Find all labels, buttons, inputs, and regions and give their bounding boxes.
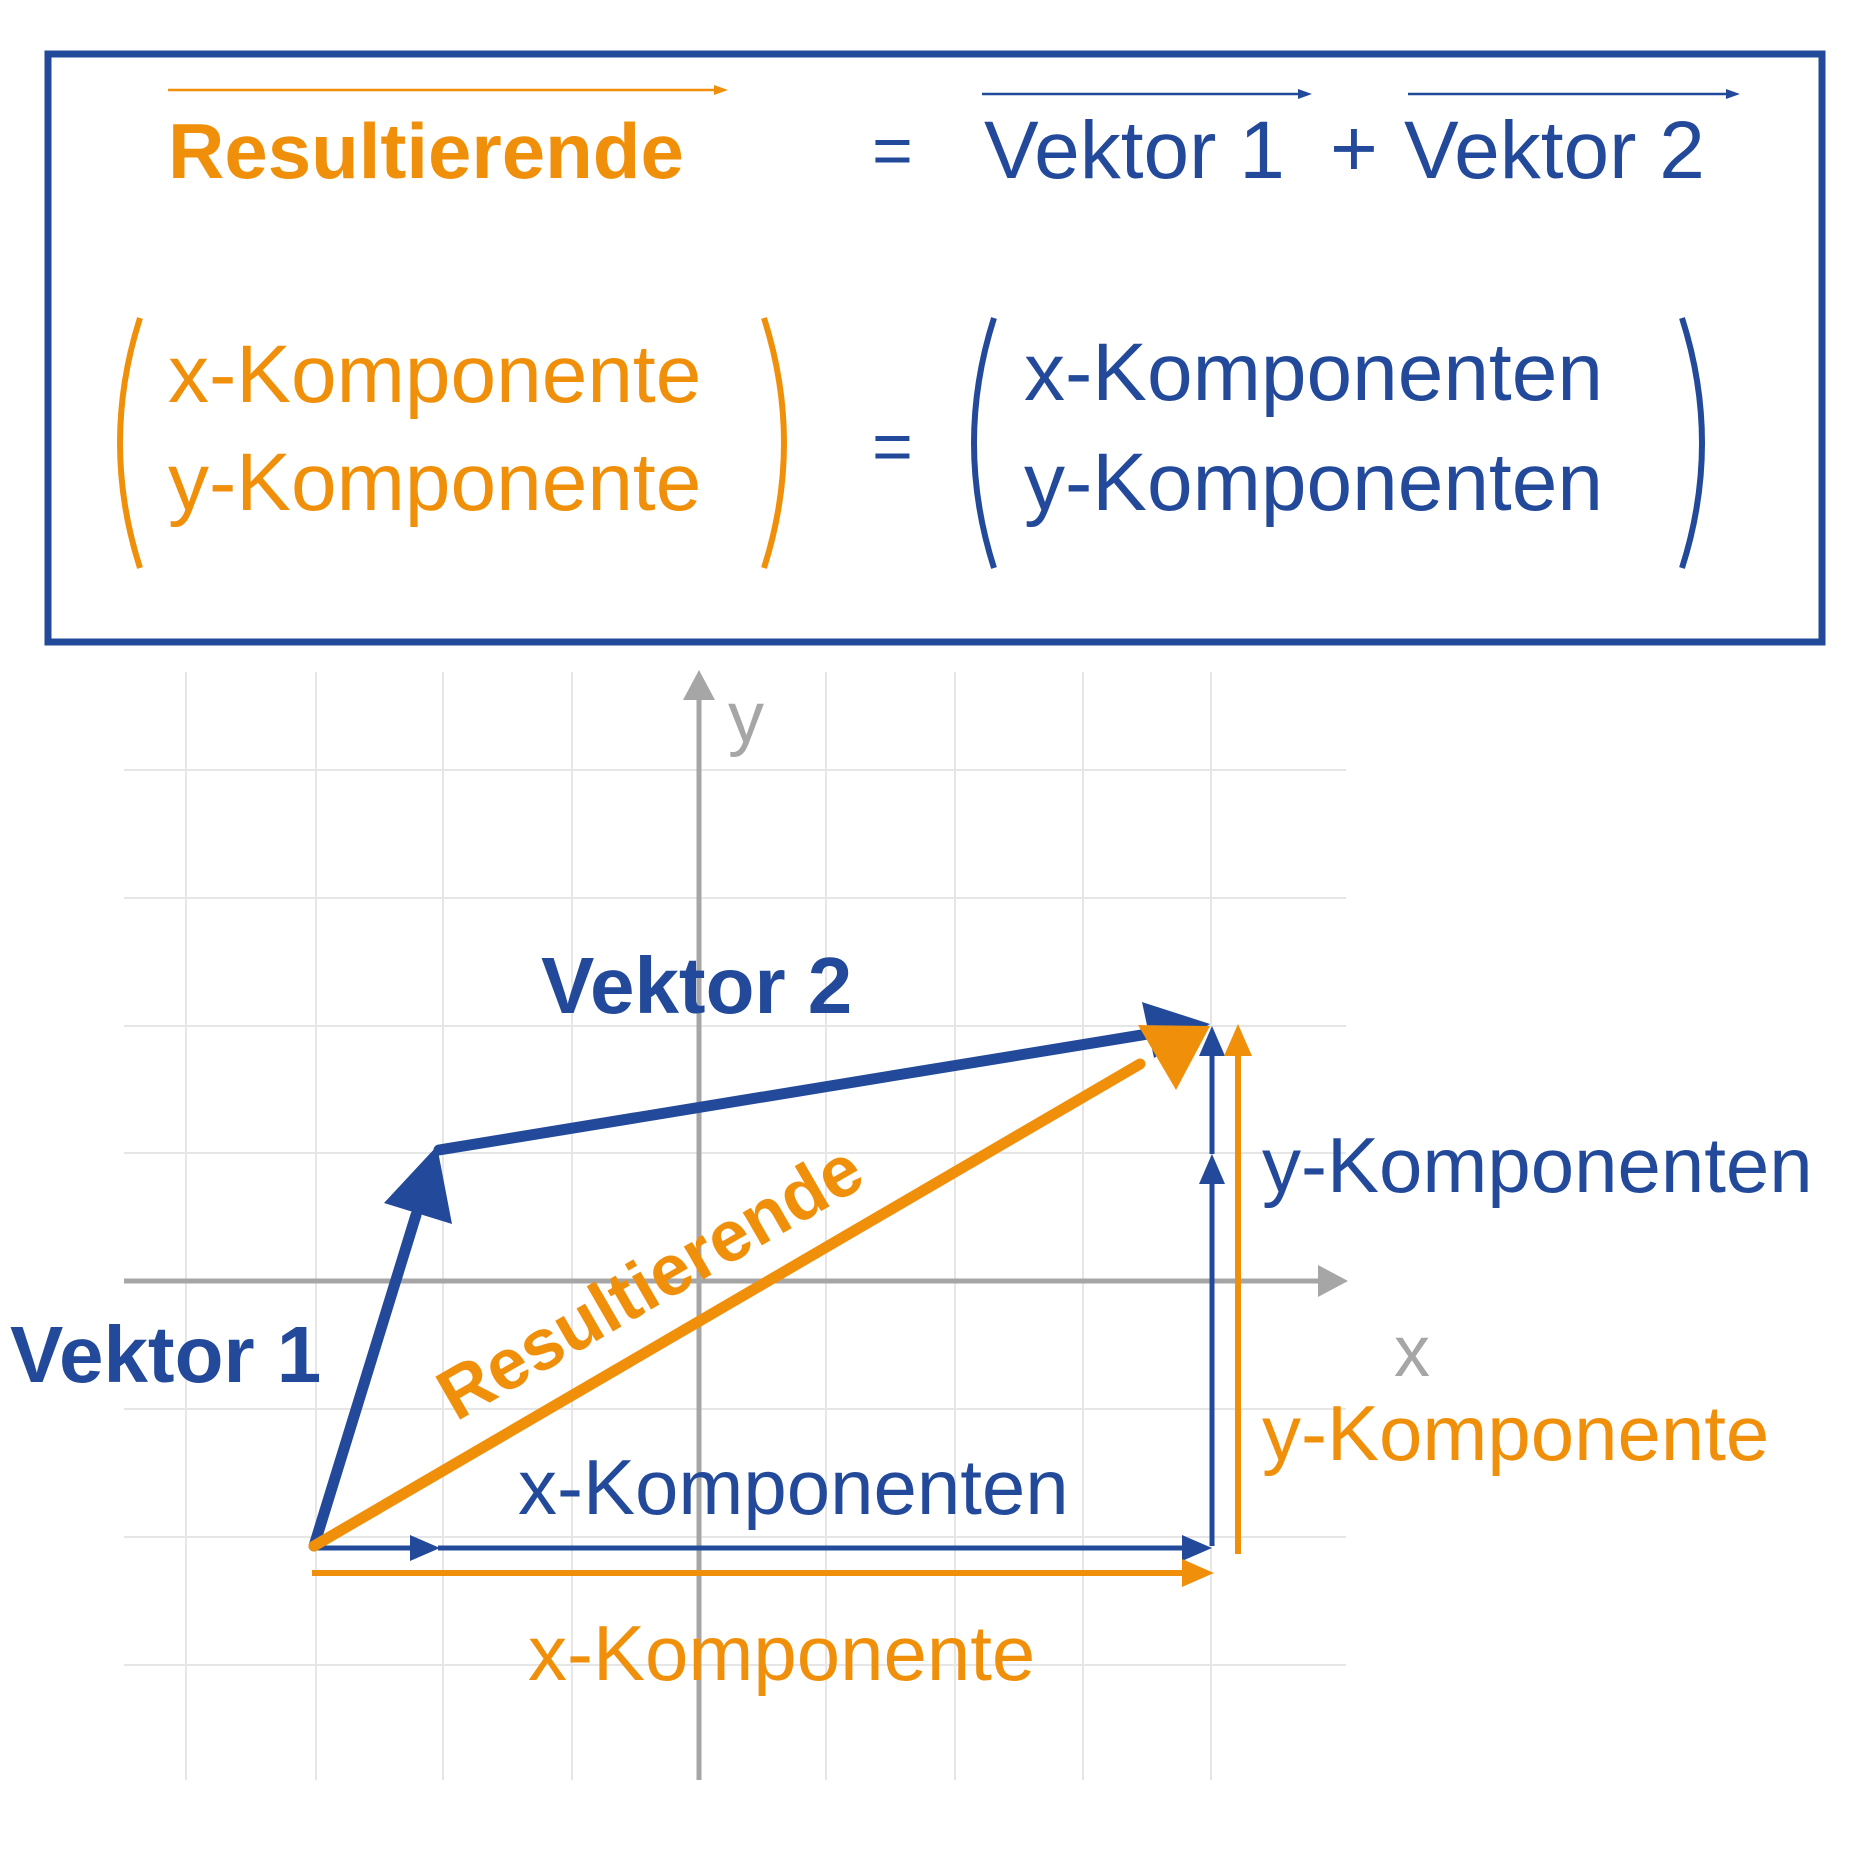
vector1-label: Vektor 1 <box>10 1310 321 1399</box>
vector1-overline-arrow <box>982 89 1312 99</box>
orange-x-component-arrow <box>312 1559 1214 1587</box>
vector1-arrow <box>308 1146 452 1552</box>
orange-y-component-label: y-Komponente <box>1262 1389 1769 1477</box>
orange-x-component-label: x-Komponente <box>528 1609 1035 1697</box>
left-x-component: x-Komponente <box>168 329 701 420</box>
y-axis-label: y <box>728 678 764 758</box>
left-paren-orange-open <box>117 317 143 569</box>
left-y-component: y-Komponente <box>168 437 701 528</box>
vector1-term: Vektor 1 <box>984 105 1285 196</box>
right-paren-blue-open <box>971 317 997 569</box>
x-axis-label: x <box>1394 1312 1430 1392</box>
blue-y-component-arrow-1 <box>1199 1154 1225 1546</box>
vector2-term: Vektor 2 <box>1404 105 1705 196</box>
blue-y-component-arrow-2 <box>1199 1026 1225 1154</box>
vector2-label: Vektor 2 <box>541 941 852 1030</box>
right-x-components: x-Komponenten <box>1024 327 1603 418</box>
resultant-overline-arrow <box>168 85 728 95</box>
resultant-arrow <box>308 1025 1210 1552</box>
blue-x-component-arrow-1 <box>312 1535 440 1561</box>
blue-y-components-label: y-Komponenten <box>1262 1121 1813 1209</box>
blue-x-component-arrow-2 <box>438 1535 1212 1561</box>
equals-sign-bottom: = <box>872 407 913 485</box>
formula-box: Resultierende = Vektor 1 + Vektor 2 x-Ko… <box>44 50 1826 646</box>
plus-sign: + <box>1330 103 1378 194</box>
right-y-components: y-Komponenten <box>1024 437 1603 528</box>
blue-x-components-label: x-Komponenten <box>518 1443 1069 1531</box>
left-paren-orange-close <box>761 317 787 569</box>
equals-sign-top: = <box>872 111 913 189</box>
resultant-term: Resultierende <box>168 107 684 195</box>
orange-y-component-arrow <box>1224 1024 1252 1554</box>
vector2-overline-arrow <box>1408 89 1740 99</box>
formula-frame <box>44 50 1826 646</box>
right-paren-blue-close <box>1679 317 1705 569</box>
x-axis <box>124 1265 1348 1297</box>
y-axis <box>683 670 715 1780</box>
